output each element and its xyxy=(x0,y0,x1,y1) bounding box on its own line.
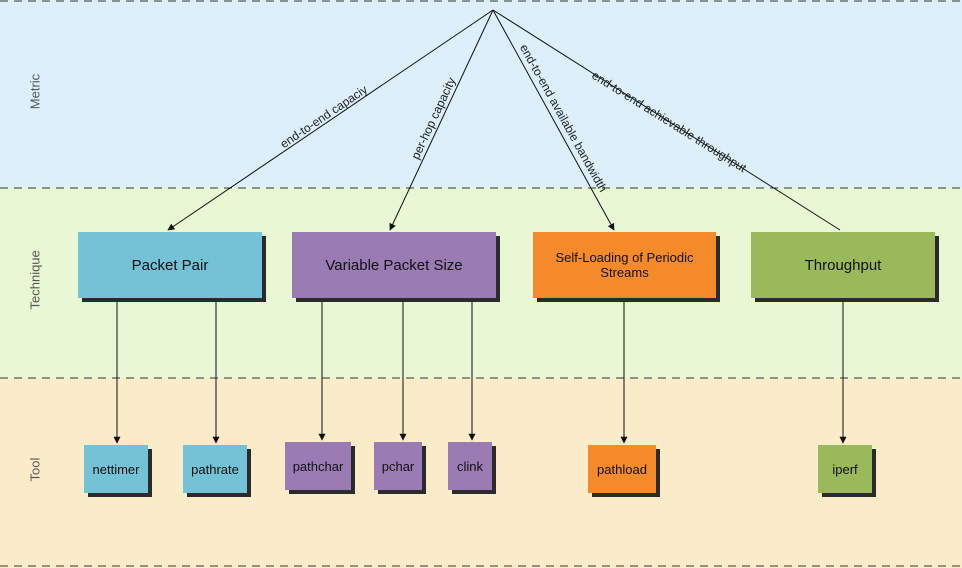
edge-metric-capacity xyxy=(167,9,494,231)
technique-self-loading: Self-Loading of Periodic Streams xyxy=(533,232,716,298)
tool-label: pathload xyxy=(597,461,647,477)
tool-pathchar: pathchar xyxy=(285,442,351,490)
tool-clink: clink xyxy=(448,442,492,490)
technique-label: Throughput xyxy=(804,256,882,274)
technique-label: Self-Loading of Periodic Streams xyxy=(555,250,694,280)
tool-pathrate: pathrate xyxy=(183,445,247,493)
edge-label-perhop: per-hop capacity xyxy=(408,75,458,161)
tool-label: clink xyxy=(456,458,483,474)
edge-metric-throughput xyxy=(492,9,841,231)
tool-label: pathchar xyxy=(292,458,344,474)
edge-metric-available xyxy=(492,9,615,231)
tool-nettimer: nettimer xyxy=(84,445,148,493)
edge-label-capacity: end-to-end capaciy xyxy=(278,82,370,151)
tool-label: pathrate xyxy=(191,461,239,477)
tool-iperf: iperf xyxy=(818,445,872,493)
edge-metric-perhop xyxy=(389,9,494,231)
tool-label: iperf xyxy=(832,461,858,477)
tool-pathload: pathload xyxy=(588,445,656,493)
metric-band xyxy=(0,0,962,188)
technique-variable-packet-size: Variable Packet Size xyxy=(292,232,496,298)
technique-label: Variable Packet Size xyxy=(325,256,463,274)
tool-label: nettimer xyxy=(92,461,140,477)
technique-label: Packet Pair xyxy=(131,256,209,274)
tool-pchar: pchar xyxy=(374,442,422,490)
technique-packet-pair: Packet Pair xyxy=(78,232,262,298)
edge-label-available: end-to-end available bandwidth xyxy=(517,42,610,195)
edge-label-throughput: end-to-end achievable throughput xyxy=(589,68,749,175)
technique-throughput: Throughput xyxy=(751,232,935,298)
tool-label: pchar xyxy=(381,458,415,474)
